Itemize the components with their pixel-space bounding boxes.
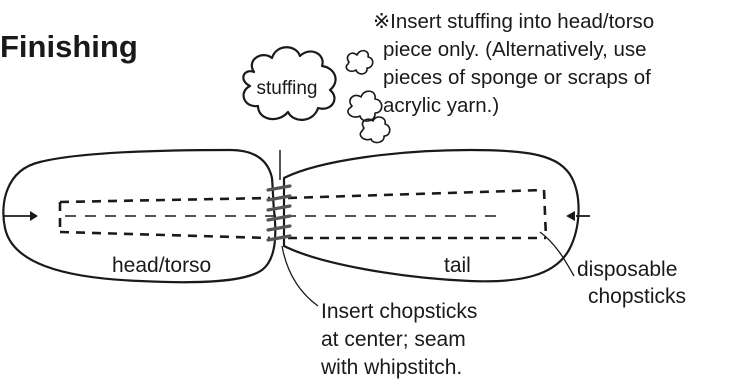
- head-torso-label: head/torso: [112, 254, 211, 277]
- note-line-2: piece only. (Alternatively, use: [383, 38, 647, 61]
- disposable-label-line-2: chopsticks: [588, 285, 686, 308]
- note-line-1: ※Insert stuffing into head/torso: [373, 10, 654, 33]
- diagram-title: Finishing: [0, 29, 138, 64]
- chopsticks-leader: [539, 231, 575, 277]
- note-line-3: pieces of sponge or scraps of: [383, 66, 651, 89]
- instruction-line-1: Insert chopsticks: [321, 300, 477, 323]
- instruction-leader: [281, 245, 319, 307]
- note-line-4: acrylic yarn.): [383, 94, 499, 117]
- instruction-line-3: with whipstitch.: [320, 356, 462, 379]
- head-torso-outline: [2, 148, 277, 284]
- seam-lines: [58, 188, 548, 240]
- tail-outline: [282, 148, 580, 283]
- stuffing-puff-icon: [345, 49, 391, 144]
- arrow-right-icon: [4, 211, 38, 221]
- stuffing-label: stuffing: [257, 78, 318, 99]
- stuffing-cloud-icon: stuffing: [242, 46, 337, 121]
- disposable-label-line-1: disposable: [577, 258, 677, 281]
- whipstitch: [266, 150, 292, 242]
- tail-label: tail: [444, 254, 471, 277]
- arrow-left-icon: [566, 211, 590, 221]
- instruction-line-2: at center; seam: [321, 328, 466, 351]
